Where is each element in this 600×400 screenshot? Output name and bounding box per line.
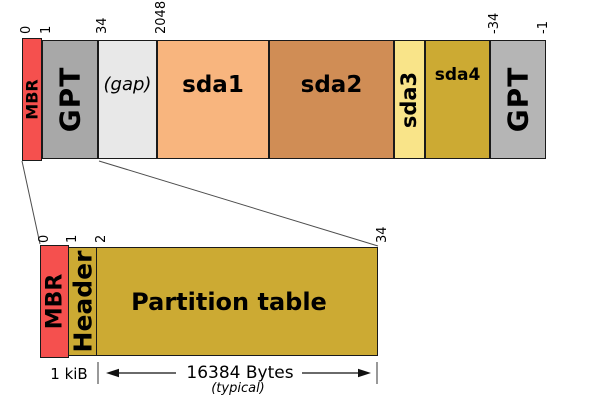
size-note-typical: (typical) [211, 381, 265, 396]
segment-sda4: sda4 [425, 40, 490, 159]
segment-sda1: sda1 [157, 40, 269, 159]
zoom-segment-partition-table: Partition table [96, 247, 378, 356]
zoom-segment-mbr-label: MBR [42, 273, 68, 330]
segment-gpt-backup-label: GPT [501, 66, 535, 133]
zoom-segment-header-label: Header [68, 250, 97, 353]
zoom-tick-label-34: 34 [375, 226, 390, 243]
tick-label-sector-1: 1 [39, 25, 54, 34]
segment-sda2: sda2 [269, 40, 394, 159]
segment-sda3: sda3 [394, 40, 425, 159]
segment-gap-label: (gap) [103, 74, 152, 95]
segment-sda1-label: sda1 [182, 72, 244, 98]
tick-label-sector-minus34: -34 [487, 12, 502, 34]
zoom-tick-label-0: 0 [37, 234, 52, 243]
segment-mbr-label: MBR [22, 79, 42, 120]
size-label-16384-bytes: 16384 Bytes [186, 363, 294, 383]
tick-label-sector-0: 0 [19, 25, 34, 34]
segment-sda4-label: sda4 [434, 65, 481, 85]
zoom-tick-label-1: 1 [65, 234, 80, 243]
tick-label-sector-minus1: -1 [536, 21, 551, 34]
segment-gpt-primary-label: GPT [53, 66, 87, 133]
zoom-segment-header: Header [68, 247, 97, 356]
zoom-connector-right-line [98, 160, 379, 247]
tick-label-sector-34: 34 [95, 17, 110, 34]
segment-sda2-label: sda2 [300, 72, 363, 98]
size-label-1kib: 1 kiB [50, 365, 88, 383]
segment-gpt-backup: GPT [490, 40, 546, 159]
segment-gap: (gap) [98, 40, 157, 159]
segment-gpt-primary: GPT [42, 40, 98, 159]
segment-mbr: MBR [22, 38, 42, 161]
measure-arrowhead-right-icon [358, 368, 371, 378]
segment-sda3-label: sda3 [397, 71, 422, 128]
tick-label-sector-2048: 2048 [154, 0, 169, 34]
zoom-tick-label-2: 2 [94, 234, 109, 243]
zoom-segment-mbr: MBR [40, 245, 69, 358]
measure-arrowhead-left-icon [106, 368, 119, 378]
zoom-connector-left-line [21, 160, 41, 245]
zoom-segment-partition-table-label: Partition table [131, 287, 327, 316]
